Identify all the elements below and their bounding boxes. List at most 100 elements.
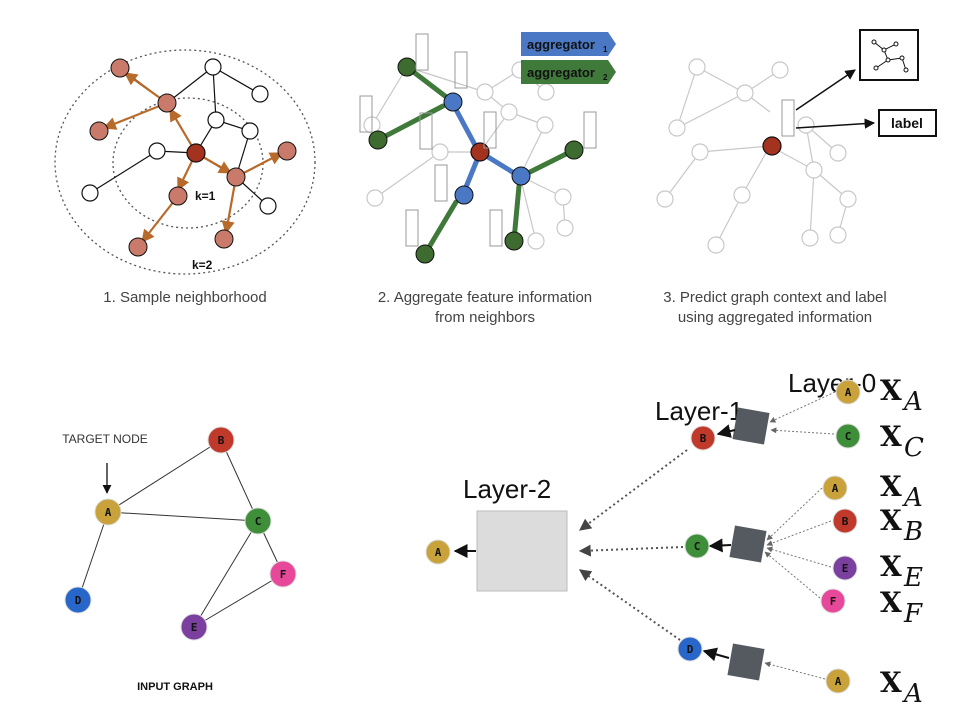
layer0-node-a3: A (825, 668, 851, 694)
feature-symbol: X (880, 420, 902, 453)
k2-label: k=2 (192, 258, 213, 272)
step2-caption-line2: from neighbors (435, 309, 535, 326)
feature-subscript: C (904, 433, 924, 463)
layer0-node-a2-label: A (832, 482, 839, 495)
layer1-node-d-label: D (687, 643, 694, 656)
svg-text:label: label (891, 115, 923, 131)
layer1-output-arrows (702, 424, 736, 662)
feature-symbol: X (880, 666, 902, 699)
svg-text:1: 1 (603, 45, 608, 54)
layer0-node-a3-label: A (835, 675, 842, 688)
layer0-node-b-label: B (842, 515, 849, 528)
input-node-a-label: A (105, 506, 112, 519)
step3-caption-line1: 3. Predict graph context and label (663, 289, 886, 306)
feature-subscript: F (903, 599, 923, 629)
svg-text:aggregator: aggregator (527, 65, 595, 80)
sample-nodes (81, 58, 297, 257)
layer0-node-c: C (835, 423, 861, 449)
layer2-aggregator (476, 510, 568, 592)
layer2-label: Layer-2 (463, 474, 551, 504)
aggregation-nodes (368, 57, 584, 264)
layer1-aggregators (727, 407, 770, 681)
graph-context-box (859, 29, 919, 81)
input-node-c: C (244, 507, 272, 535)
k2-circle (54, 49, 316, 275)
svg-text:2: 2 (603, 73, 608, 82)
layer1-node-c-label: C (694, 540, 701, 553)
input-node-c-label: C (255, 515, 262, 528)
panel-predict: label 3. Predict graph context and label… (656, 29, 937, 326)
step2-caption-line1: 2. Aggregate feature information (378, 289, 592, 306)
feature-symbol: X (880, 550, 902, 583)
feature-subscript: A (902, 483, 923, 513)
svg-text:aggregator: aggregator (527, 37, 595, 52)
label-box: label (878, 109, 937, 137)
layer1-edges (578, 449, 688, 641)
k1-label: k=1 (195, 189, 216, 203)
aggregator-1-arrow: aggregator 1 (521, 32, 616, 56)
graph-edges (89, 66, 269, 207)
aggregator-box-b (732, 407, 770, 445)
layer0-node-a1: A (835, 379, 861, 405)
feature-symbol: X (880, 504, 902, 537)
layer0-node-e-label: E (842, 562, 849, 575)
layer1-node-b: B (690, 425, 716, 451)
aggregator-box-c (729, 525, 767, 563)
feature-subscript: A (902, 679, 923, 709)
feature-subscript: A (902, 387, 923, 417)
feature-vectors (359, 33, 597, 247)
step3-caption-line2: using aggregated information (678, 309, 872, 326)
input-graph-edges (77, 439, 284, 628)
predict-nodes (656, 58, 857, 254)
layer0-node-e: E (832, 555, 858, 581)
layer0-node-a1-label: A (845, 386, 852, 399)
layer1-node-d: D (677, 636, 703, 662)
layer0-node-c-label: C (845, 430, 852, 443)
layer2-node-a: A (425, 539, 451, 565)
aggregator-box-d (727, 643, 765, 681)
input-node-e-label: E (191, 621, 198, 634)
layer0-node-f: F (820, 588, 846, 614)
layer1-node-b-label: B (700, 432, 707, 445)
input-node-d: D (64, 586, 92, 614)
input-node-f-label: F (280, 568, 287, 581)
panel-aggregate: aggregator 1 aggregator 2 2. Aggregate f… (359, 32, 616, 326)
input-node-f: F (269, 560, 297, 588)
aggregator-2-arrow: aggregator 2 (521, 60, 616, 84)
input-node-b-label: B (218, 434, 225, 447)
background-nodes (363, 61, 574, 250)
input-graph-nodes: A B C D E F (64, 426, 297, 641)
panel-sample-neighborhood: k=1 k=2 1. Sample neighborhood (54, 49, 316, 306)
layer0-node-f-label: F (830, 595, 837, 608)
embedding-vector (781, 99, 795, 137)
computation-nodes: A B C D A C A B E F A (425, 379, 861, 694)
input-node-d-label: D (75, 594, 82, 607)
layer0-edges (764, 391, 836, 680)
layer2-node-a-label: A (435, 546, 442, 559)
layer0-label: Layer-0 (788, 368, 876, 398)
input-node-a: A (94, 498, 122, 526)
computation-graph: Layer-0 Layer-1 Layer-2 (425, 368, 924, 709)
input-node-b: B (207, 426, 235, 454)
input-graph-title: INPUT GRAPH (137, 681, 213, 693)
feature-symbol: X (880, 374, 902, 407)
step1-caption: 1. Sample neighborhood (103, 289, 266, 306)
input-node-e: E (180, 613, 208, 641)
layer0-node-b: B (832, 508, 858, 534)
feature-subscript: B (903, 517, 923, 547)
background-edges (371, 66, 566, 242)
target-node (186, 143, 206, 163)
feature-symbol: X (880, 470, 902, 503)
feature-subscript: E (903, 563, 923, 593)
